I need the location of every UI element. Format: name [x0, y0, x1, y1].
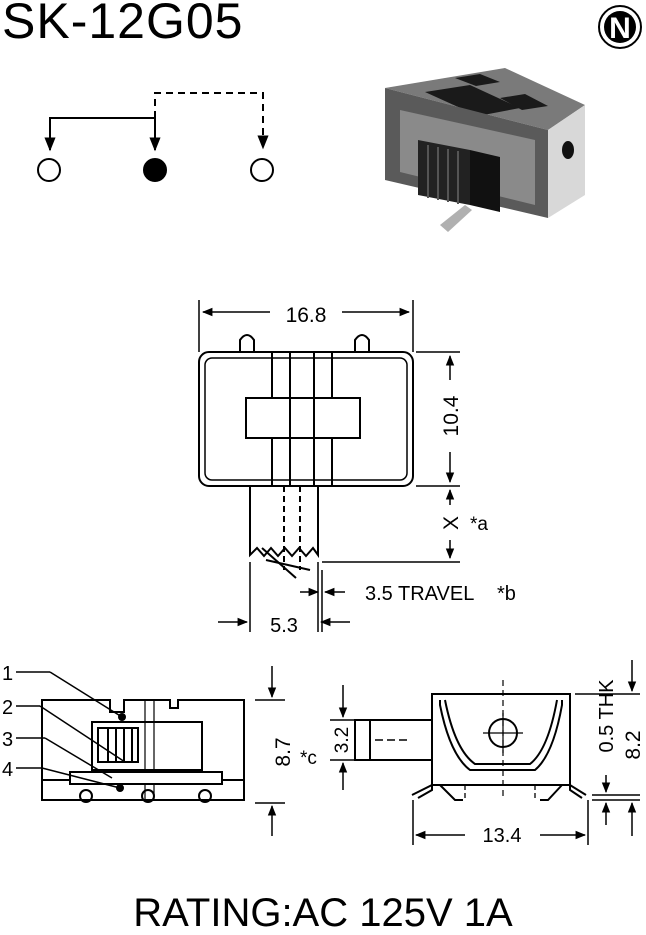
side-slider-window — [91, 721, 203, 771]
travel-dim: 3.5 TRAVEL — [365, 583, 474, 605]
callout-1: 1 — [2, 663, 13, 685]
side-height-dim-8-7: 8.7 — [272, 737, 295, 766]
top-view-dimensions — [198, 300, 460, 632]
end-width-dim-13-4: 13.4 — [483, 825, 522, 847]
end-view — [354, 680, 587, 801]
end-height-dim-8-2: 8.2 — [622, 730, 645, 759]
end-body-outline — [431, 693, 571, 786]
rating-text: RATING:AC 125V 1A — [133, 891, 513, 935]
brand-logo: N — [598, 5, 642, 49]
product-illustration — [385, 68, 585, 232]
side-view — [41, 699, 245, 803]
travel-note-b: *b — [497, 583, 516, 605]
contact-center — [143, 158, 167, 182]
note-c: *c — [300, 748, 317, 769]
width-dim-16-8: 16.8 — [286, 304, 327, 327]
end-view-dimensions — [330, 660, 640, 845]
callout-2: 2 — [2, 697, 13, 719]
side-view-leaders — [16, 666, 285, 836]
circuit-schematic — [37, 92, 274, 182]
logo-letter: N — [609, 12, 631, 45]
note-a: *a — [470, 514, 488, 535]
end-knob — [354, 719, 433, 761]
height-dim-10-4: 10.4 — [440, 395, 463, 436]
x-dim: X — [440, 516, 463, 530]
top-view — [198, 334, 414, 579]
contact-right — [250, 158, 274, 182]
contact-left — [37, 158, 61, 182]
knob-dim-3-2: 3.2 — [332, 727, 353, 753]
pin-dim-5-3: 5.3 — [270, 615, 298, 637]
callout-4: 4 — [2, 759, 13, 781]
part-number-title: SK-12G05 — [2, 0, 244, 49]
callout-3: 3 — [2, 729, 13, 751]
side-body-outline — [41, 699, 245, 781]
actuator-slot — [245, 397, 361, 439]
thk-dim-0-5: 0.5 THK — [596, 679, 618, 753]
